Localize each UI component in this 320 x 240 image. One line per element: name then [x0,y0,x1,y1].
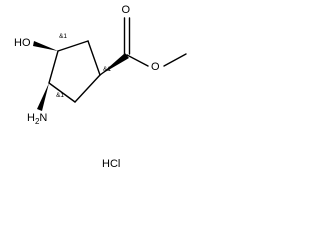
bond-ring-c4-c5 [48,82,76,103]
wedge-bond-c1-hydroxyl [33,41,58,51]
wedge-bond-c5-amine [37,83,49,111]
counterion-label: HCl [102,158,120,170]
amine-label: H2N [27,112,47,126]
wedge-bond-c3-carbonyl [100,53,129,75]
chemical-structure: O O HO H2N &1 &1 &1 HCl [14,4,187,170]
methoxy-oxygen-label: O [151,61,160,73]
hydroxyl-label: HO [14,37,31,49]
bond-ring-c5-c1 [48,50,59,84]
bond-ring-c3-c4 [74,74,101,103]
stereo-label-c3: &1 [59,33,67,40]
bond-ring-c1-c2 [57,40,89,52]
stereo-label-c1: &1 [103,66,111,73]
stereo-label-c4: &1 [56,92,64,99]
bond-ester-oxygen-methyl [163,53,187,67]
bond-carbonyl-ester-oxygen [126,54,149,67]
carbonyl-oxygen-label: O [122,4,131,16]
bond-ring-c2-c3 [87,40,101,76]
